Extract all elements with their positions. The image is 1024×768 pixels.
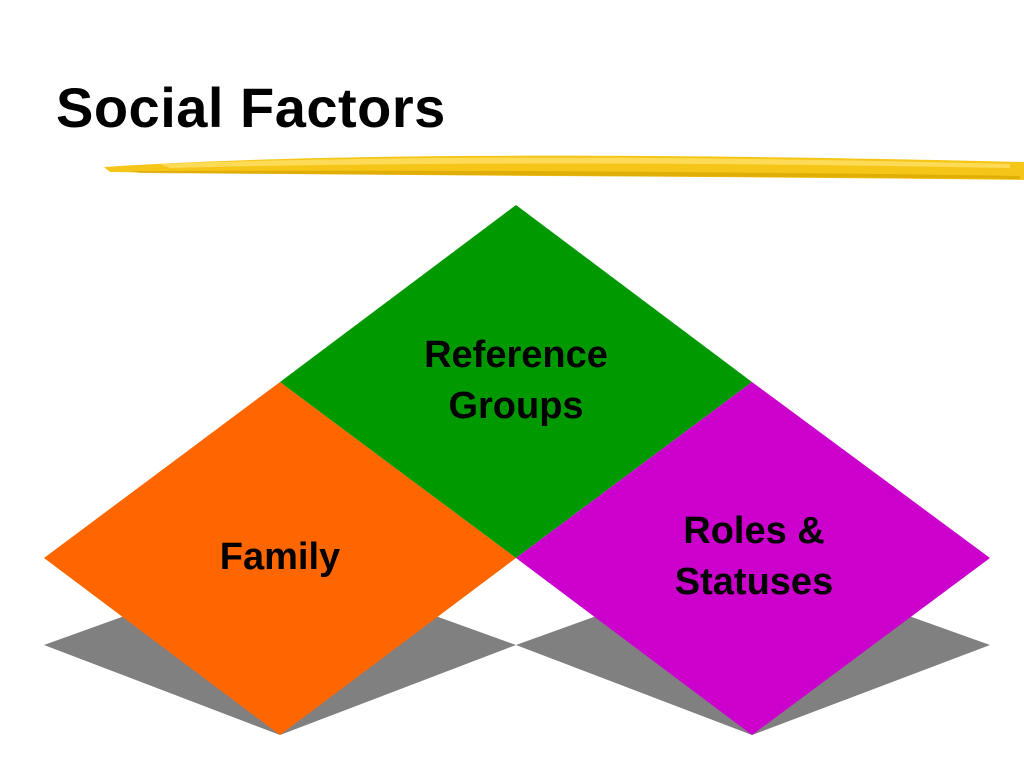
roles-statuses-line2: Statuses xyxy=(674,561,834,604)
roles-statuses-diamond xyxy=(516,382,990,735)
family-text: Family xyxy=(219,536,341,578)
family-label: Family xyxy=(180,532,380,583)
roles-statuses-label: Roles & Statuses xyxy=(604,506,904,609)
reference-groups-line1: Reference xyxy=(424,334,608,376)
title-underline-brushstroke xyxy=(104,155,1024,180)
reference-groups-line2: Groups xyxy=(448,385,584,428)
brushstroke-shade xyxy=(130,170,1020,179)
family-diamond xyxy=(44,382,516,735)
reference-groups-label: Reference Groups xyxy=(366,330,666,433)
roles-statuses-line1: Roles & xyxy=(683,510,825,552)
reference-groups-diamond xyxy=(280,205,752,558)
brushstroke-highlight xyxy=(160,157,1010,168)
slide-title: Social Factors xyxy=(56,76,446,139)
